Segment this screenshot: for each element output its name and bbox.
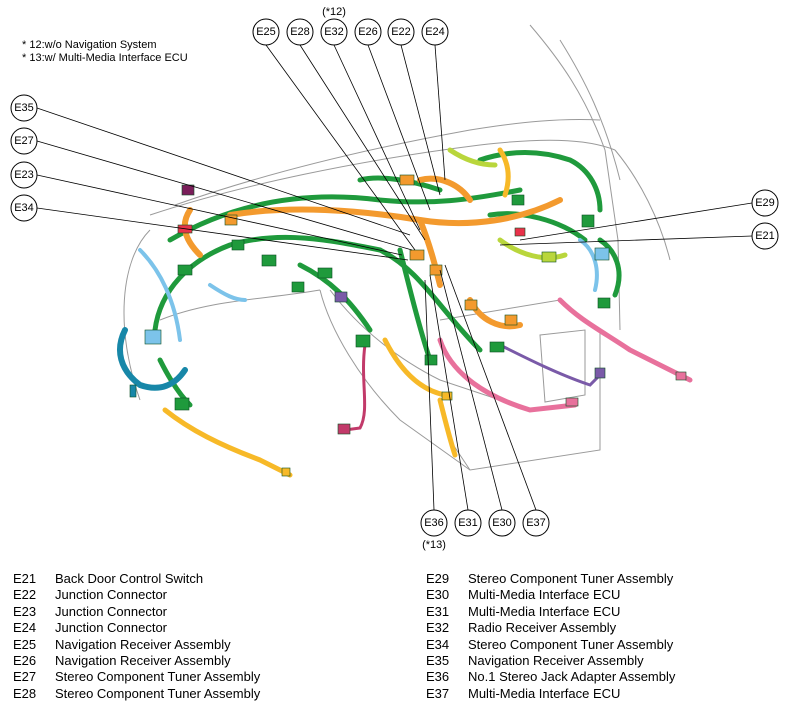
legend-code: E21 — [13, 571, 37, 586]
callout-e25: E25 — [252, 18, 280, 46]
legend-row: E22 Junction Connector — [13, 587, 260, 603]
wiring-harness-diagram: E25 E28 E32 E26 E22 E24 (*12) E35 E27 E2… — [10, 6, 779, 551]
legend-row: E37 Multi-Media Interface ECU — [426, 686, 675, 702]
legend-row: E35 Navigation Receiver Assembly — [426, 653, 675, 669]
legend-name: Junction Connector — [55, 587, 168, 603]
legend-name: Stereo Component Tuner Assembly — [468, 636, 674, 652]
legend-row: E31 Multi-Media Interface ECU — [426, 604, 675, 620]
wire-harness-magenta — [343, 343, 367, 432]
callout-e22: E22 — [387, 18, 415, 46]
legend-name: Navigation Receiver Assembly — [55, 636, 231, 652]
legend-code: E35 — [426, 653, 450, 669]
legend-row: E24 Junction Connector — [13, 620, 260, 636]
callout-e29: E29 — [751, 189, 779, 217]
callout-e30: E30 — [488, 509, 516, 537]
wire-harness-green — [152, 150, 622, 408]
callout-e21: E21 — [751, 222, 779, 250]
legend-name: Stereo Component Tuner Assembly — [468, 571, 674, 586]
callout-e24: E24 — [421, 18, 449, 46]
legend-code: E34 — [426, 636, 450, 652]
legend-row: E23 Junction Connector — [13, 604, 260, 620]
svg-text:E27: E27 — [14, 135, 34, 147]
svg-text:E26: E26 — [358, 26, 378, 38]
callout-note-e36: (*13) — [422, 539, 446, 551]
footnotes: * 12:w/o Navigation System * 13:w/ Multi… — [22, 39, 188, 65]
legend-row: E36 No.1 Stereo Jack Adapter Assembly — [426, 669, 675, 685]
callout-e26: E26 — [354, 18, 382, 46]
legend-row: E32 Radio Receiver Assembly — [426, 620, 675, 636]
callout-leaders — [36, 44, 753, 511]
legend-name: Multi-Media Interface ECU — [468, 685, 621, 701]
legend-code: E31 — [426, 603, 450, 619]
legend-code: E30 — [426, 587, 450, 603]
callout-e23: E23 — [10, 161, 38, 189]
callout-e31: E31 — [454, 509, 482, 537]
svg-text:E34: E34 — [14, 202, 34, 214]
svg-text:E25: E25 — [256, 26, 276, 38]
callout-e35: E35 — [10, 94, 38, 122]
svg-text:E21: E21 — [755, 230, 775, 242]
svg-text:E35: E35 — [14, 102, 34, 114]
legend-name: Stereo Component Tuner Assembly — [55, 685, 261, 701]
svg-text:E29: E29 — [755, 197, 775, 209]
legend-code: E29 — [426, 571, 450, 586]
svg-text:E32: E32 — [324, 26, 344, 38]
legend-row: E29 Stereo Component Tuner Assembly — [426, 571, 675, 587]
wire-harness-yellow — [162, 147, 511, 478]
legend-name: Junction Connector — [55, 620, 168, 636]
callout-note-e32: (*12) — [322, 6, 346, 18]
legend-name: Junction Connector — [55, 603, 168, 619]
svg-text:E24: E24 — [425, 26, 445, 38]
footnote-13: * 13:w/ Multi-Media Interface ECU — [22, 52, 188, 64]
legend-code: E25 — [13, 636, 37, 652]
legend-row: E30 Multi-Media Interface ECU — [426, 587, 675, 603]
svg-text:E31: E31 — [458, 517, 478, 529]
svg-text:E30: E30 — [492, 517, 512, 529]
wire-harness-orange — [181, 175, 563, 330]
legend-code: E28 — [13, 685, 37, 701]
callout-e37: E37 — [522, 509, 550, 537]
legend-row: E25 Navigation Receiver Assembly — [13, 637, 260, 653]
legend-name: Stereo Component Tuner Assembly — [55, 669, 261, 685]
svg-text:E36: E36 — [424, 517, 444, 529]
svg-text:E37: E37 — [526, 517, 546, 529]
legend-code: E23 — [13, 603, 37, 619]
legend-code: E32 — [426, 620, 450, 636]
legend-code: E22 — [13, 587, 37, 603]
legend-row: E28 Stereo Component Tuner Assembly — [13, 686, 260, 702]
legend-name: Back Door Control Switch — [55, 571, 204, 586]
callout-e36: E36 — [420, 509, 448, 537]
svg-text:E22: E22 — [391, 26, 411, 38]
svg-text:E28: E28 — [290, 26, 310, 38]
callout-e32: E32 — [320, 18, 348, 46]
legend-name: Multi-Media Interface ECU — [468, 587, 621, 603]
wire-harness-purple — [498, 343, 602, 387]
legend-name: Radio Receiver Assembly — [468, 620, 617, 636]
legend-code: E26 — [13, 653, 37, 669]
legend-row: E26 Navigation Receiver Assembly — [13, 653, 260, 669]
legend-name: Navigation Receiver Assembly — [468, 653, 644, 669]
legend-row: E34 Stereo Component Tuner Assembly — [426, 637, 675, 653]
legend-row: E21 Back Door Control Switch — [13, 571, 260, 587]
legend-code: E27 — [13, 669, 37, 685]
callout-e27: E27 — [10, 127, 38, 155]
legend-code: E24 — [13, 620, 37, 636]
legend-code: E37 — [426, 685, 450, 701]
callout-e28: E28 — [286, 18, 314, 46]
legend-name: Navigation Receiver Assembly — [55, 653, 231, 669]
callout-e34: E34 — [10, 194, 38, 222]
wire-harness-teal — [117, 327, 188, 391]
wire-harness-pink — [437, 297, 693, 413]
legend-name: Multi-Media Interface ECU — [468, 603, 621, 619]
svg-text:E23: E23 — [14, 169, 34, 181]
footnote-12: * 12:w/o Navigation System — [22, 39, 157, 51]
wire-harness-blue — [138, 238, 599, 342]
legend-row: E27 Stereo Component Tuner Assembly — [13, 669, 260, 685]
wire-harness-lime — [447, 147, 568, 261]
legend-code: E36 — [426, 669, 450, 685]
legend-name: No.1 Stereo Jack Adapter Assembly — [468, 669, 676, 685]
